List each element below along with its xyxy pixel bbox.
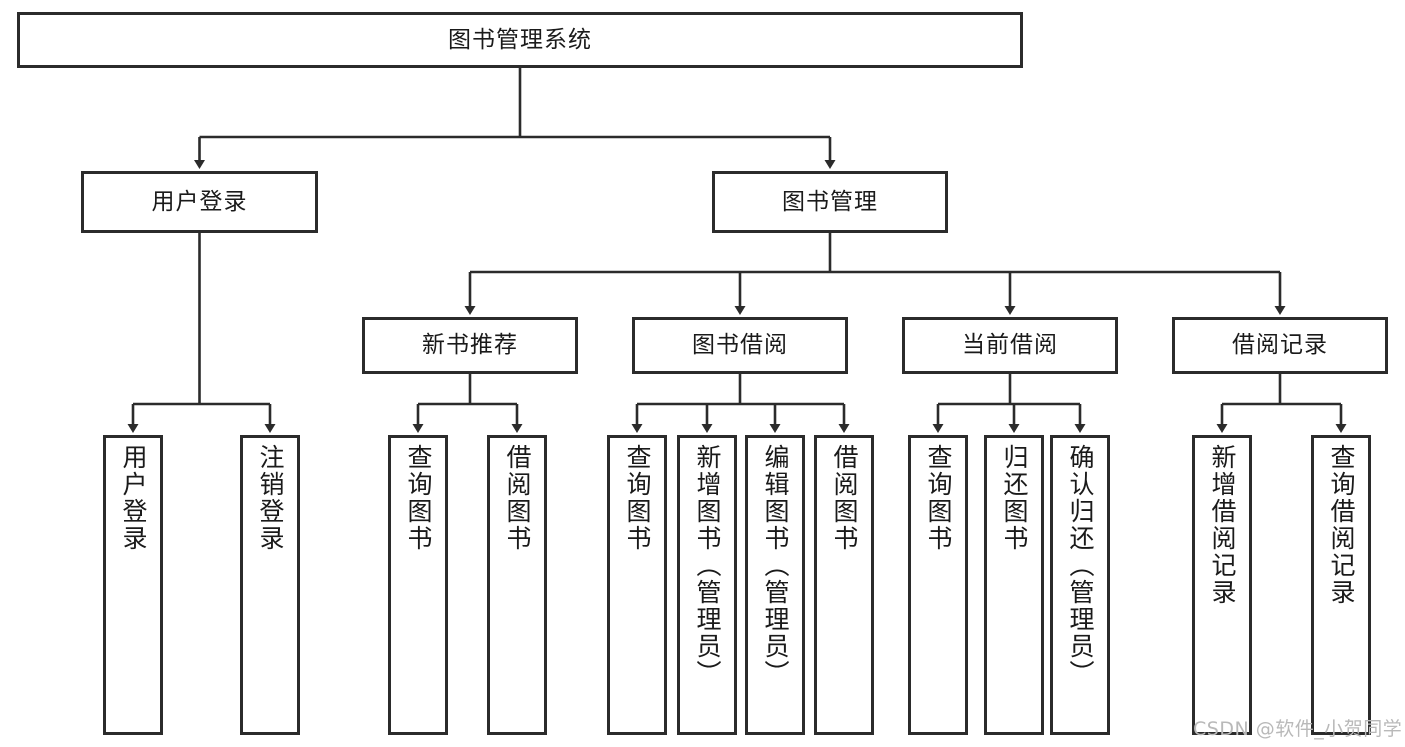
- node-l-bo-edit[interactable]: 编辑图书（管理员）: [745, 435, 805, 735]
- node-label: 图书管理系统: [448, 26, 592, 53]
- node-label: 查询图书: [924, 444, 953, 552]
- node-label: 新书推荐: [422, 332, 518, 359]
- node-l-cu-query[interactable]: 查询图书: [908, 435, 968, 735]
- node-label: 图书借阅: [692, 332, 788, 359]
- node-label: 用户登录: [119, 444, 148, 552]
- node-label: 借阅图书: [503, 444, 532, 552]
- node-l-cu-return[interactable]: 归还图书: [984, 435, 1044, 735]
- node-current[interactable]: 当前借阅: [902, 317, 1118, 374]
- node-label: 注销登录: [256, 444, 285, 552]
- node-label: 图书管理: [782, 188, 878, 215]
- node-label: 归还图书: [1000, 444, 1029, 552]
- node-label: 借阅图书: [830, 444, 859, 552]
- node-l-cu-conf[interactable]: 确认归还（管理员）: [1050, 435, 1110, 735]
- node-bookmgr[interactable]: 图书管理: [712, 171, 948, 233]
- node-label: 新增图书（管理员）: [693, 444, 722, 687]
- node-l-login[interactable]: 用户登录: [103, 435, 163, 735]
- node-l-bo-add[interactable]: 新增图书（管理员）: [677, 435, 737, 735]
- node-root[interactable]: 图书管理系统: [17, 12, 1023, 68]
- node-label: 编辑图书（管理员）: [761, 444, 790, 687]
- node-label: 新增借阅记录: [1208, 444, 1237, 606]
- node-label: 当前借阅: [962, 332, 1058, 359]
- node-l-rc-add[interactable]: 新增借阅记录: [1192, 435, 1252, 735]
- node-l-logout[interactable]: 注销登录: [240, 435, 300, 735]
- node-l-nb-borrow[interactable]: 借阅图书: [487, 435, 547, 735]
- node-l-bo-lend[interactable]: 借阅图书: [814, 435, 874, 735]
- watermark: CSDN @软件_小贺同学: [1193, 718, 1403, 740]
- node-label: 确认归还（管理员）: [1066, 444, 1095, 687]
- node-label: 查询图书: [404, 444, 433, 552]
- node-label: 用户登录: [151, 188, 248, 215]
- node-l-bo-query[interactable]: 查询图书: [607, 435, 667, 735]
- node-newbook[interactable]: 新书推荐: [362, 317, 578, 374]
- node-label: 借阅记录: [1232, 332, 1328, 359]
- node-label: 查询图书: [623, 444, 652, 552]
- node-borrow[interactable]: 图书借阅: [632, 317, 848, 374]
- node-records[interactable]: 借阅记录: [1172, 317, 1388, 374]
- node-label: 查询借阅记录: [1327, 444, 1356, 606]
- node-l-nb-query[interactable]: 查询图书: [388, 435, 448, 735]
- node-login[interactable]: 用户登录: [81, 171, 318, 233]
- node-l-rc-query[interactable]: 查询借阅记录: [1311, 435, 1371, 735]
